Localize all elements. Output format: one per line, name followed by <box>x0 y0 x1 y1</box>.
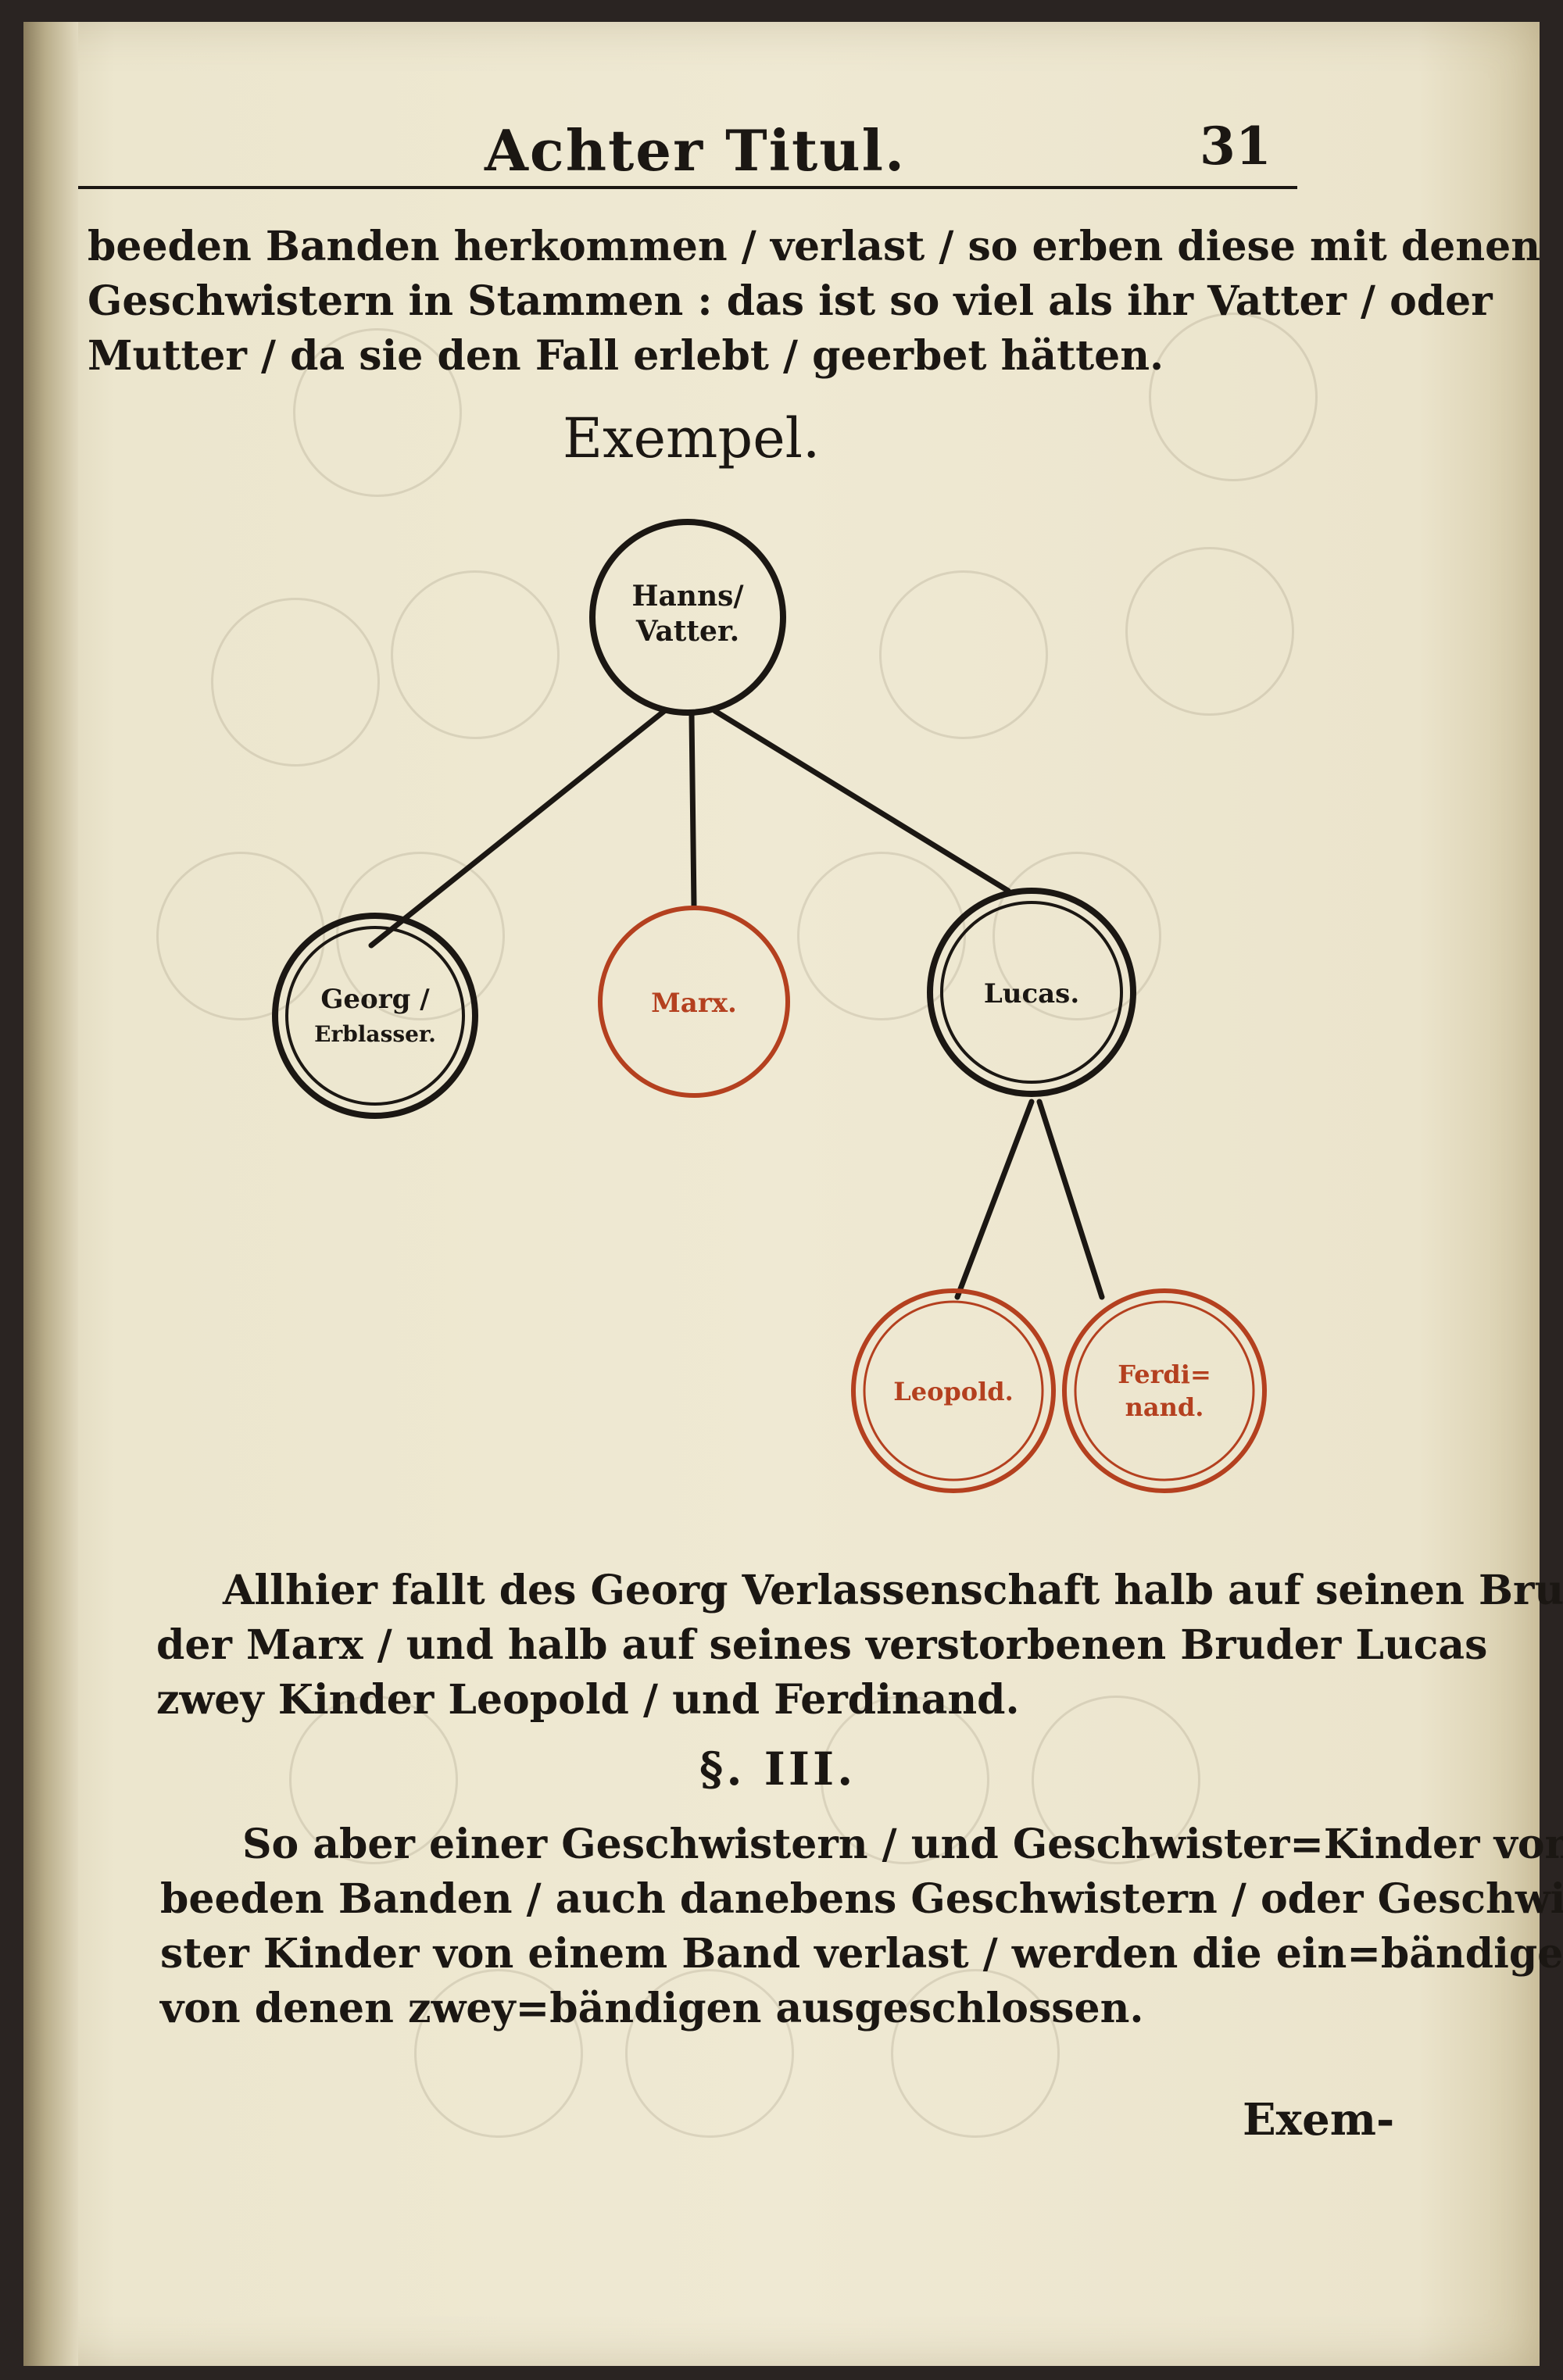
rule-line: So aber einer Geschwistern / und Geschwi… <box>242 1821 1563 1868</box>
bleed-through-circle <box>1149 313 1318 481</box>
bleed-through-circle <box>1032 1696 1200 1864</box>
intro-line: Mutter / da sie den Fall erlebt / geerbe… <box>88 332 1164 380</box>
edge-root-marx <box>689 712 697 909</box>
node-lucas: Lucas. <box>927 888 1136 1097</box>
node-georg-line1: Georg / <box>320 984 430 1015</box>
bleed-through-circle <box>891 1969 1060 2138</box>
node-hanns: Hanns/ Vatter. <box>589 519 786 716</box>
node-lucas-line1: Lucas. <box>984 978 1079 1010</box>
bleed-through-circle <box>993 852 1161 1020</box>
running-title: Achter Titul. <box>485 117 907 184</box>
rule-line: ster Kinder von einem Band verlast / wer… <box>160 1930 1563 1978</box>
bleed-through-circle <box>625 1969 794 2138</box>
bleed-through-circle <box>211 598 380 767</box>
edge-root-lucas <box>712 708 1011 894</box>
bleed-through-circle <box>414 1969 583 2138</box>
node-leopold-line1: Leopold. <box>893 1377 1014 1406</box>
edge-lucas-ferdinand <box>1036 1099 1105 1300</box>
catchword: Exem- <box>1243 2094 1395 2146</box>
explanation-line: Allhier fallt des Georg Verlassenschaft … <box>223 1567 1563 1614</box>
bleed-through-circle <box>156 852 325 1020</box>
rule-line: beeden Banden / auch danebens Geschwiste… <box>160 1875 1563 1923</box>
node-hanns-line2: Vatter. <box>635 615 739 648</box>
node-marx-line1: Marx. <box>651 988 737 1019</box>
bleed-through-circle <box>1125 547 1294 716</box>
node-georg-line2: Erblasser. <box>314 1021 436 1047</box>
node-hanns-line1: Hanns/ <box>631 580 744 613</box>
bleed-through-circle <box>391 570 560 739</box>
intro-line: beeden Banden herkommen / verlast / so e… <box>88 223 1541 270</box>
node-ferdinand: Ferdi= nand. <box>1062 1288 1267 1493</box>
bleed-through-circle <box>293 328 462 497</box>
node-georg: Georg / Erblasser. <box>272 913 478 1119</box>
page-number: 31 <box>1200 116 1272 177</box>
bleed-through-circle <box>879 570 1048 739</box>
node-leopold: Leopold. <box>851 1288 1056 1493</box>
edge-root-georg <box>368 708 667 949</box>
node-marx: Marx. <box>598 906 790 1098</box>
explanation-line: der Marx / und halb auf seines verstorbe… <box>156 1621 1488 1669</box>
bleed-through-circle <box>289 1696 458 1864</box>
bleed-through-circle <box>821 1696 989 1864</box>
edge-lucas-leopold <box>954 1099 1035 1300</box>
rule-line: von denen zwey=bändigen ausgeschlossen. <box>160 1985 1144 2032</box>
explanation-line: zwey Kinder Leopold / und Ferdinand. <box>156 1676 1020 1724</box>
node-ferdinand-line1: Ferdi= <box>1118 1360 1211 1389</box>
example-heading: Exempel. <box>563 406 821 470</box>
bleed-through-circle <box>797 852 966 1020</box>
book-spine <box>23 22 78 2366</box>
intro-line: Geschwistern in Stammen : das ist so vie… <box>88 277 1493 325</box>
header-rule <box>78 186 1297 189</box>
node-ferdinand-line2: nand. <box>1125 1392 1204 1422</box>
section-heading: §. III. <box>699 1742 857 1796</box>
